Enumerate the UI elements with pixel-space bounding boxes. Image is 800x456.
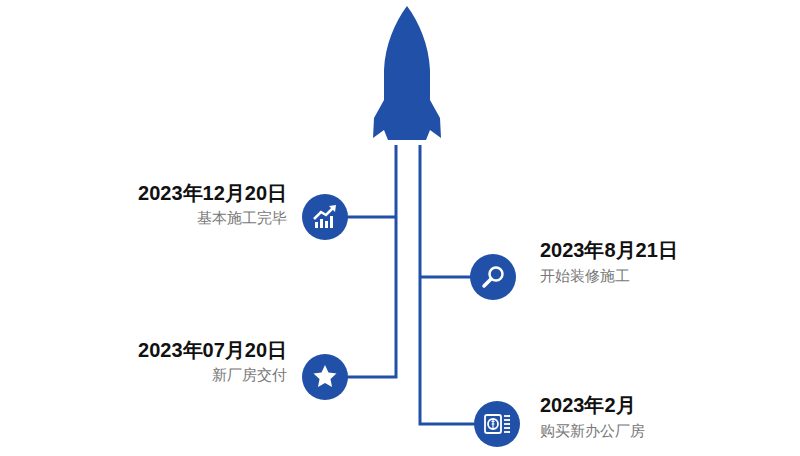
date-label: 2023年8月21日 xyxy=(540,238,678,262)
timeline-lines xyxy=(347,145,475,424)
event-label: 购买新办公厂房 xyxy=(540,421,645,440)
date-label: 2023年2月 xyxy=(540,393,636,417)
date-label: 2023年12月20日 xyxy=(138,181,287,205)
money-icon xyxy=(485,415,510,433)
icon-circles xyxy=(302,194,520,447)
star-icon xyxy=(314,365,337,387)
event-label: 开始装修施工 xyxy=(540,266,630,285)
event-label: 基本施工完毕 xyxy=(197,208,287,227)
date-label: 2023年07月20日 xyxy=(138,338,287,362)
rocket xyxy=(373,6,441,140)
event-label: 新厂房交付 xyxy=(212,365,287,384)
growth-icon xyxy=(314,205,336,228)
search-icon xyxy=(484,268,503,287)
